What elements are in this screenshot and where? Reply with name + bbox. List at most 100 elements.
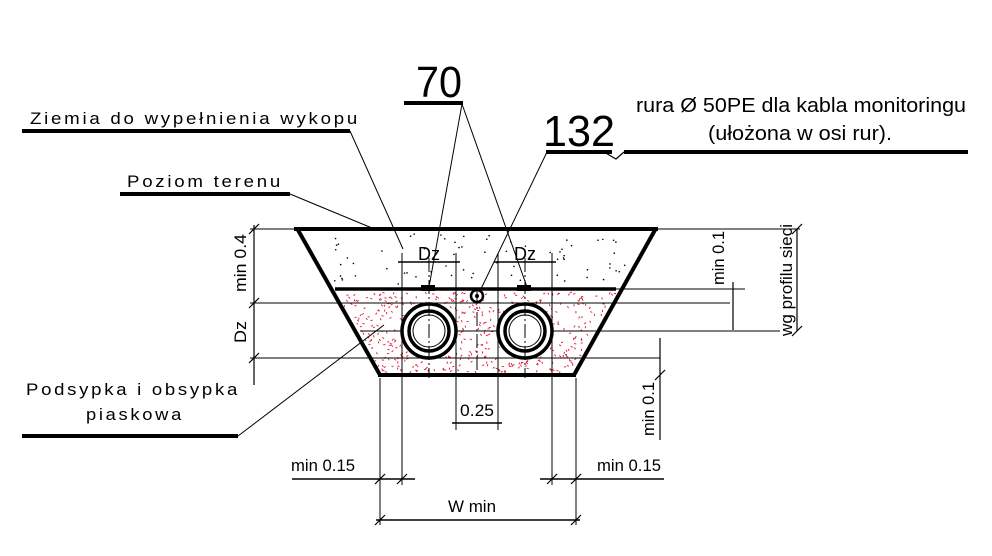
dim-wg-tick-2 [791, 325, 803, 337]
sand-speck [450, 298, 453, 301]
sand-speck [581, 298, 584, 302]
sand-speck [458, 316, 461, 319]
min-04-label: min 0.4 [231, 234, 250, 292]
sand-speck [586, 333, 589, 336]
sand-speck [377, 364, 379, 368]
sand-speck [436, 296, 440, 299]
sand-speck [574, 347, 577, 350]
sand-speck [489, 306, 492, 309]
sand-speck [377, 341, 380, 344]
sand-speck [478, 323, 481, 327]
sand-speck [538, 360, 542, 362]
dim-left-tick-3 [248, 352, 260, 364]
soil-speck [337, 243, 340, 245]
dim-wg-tick-1 [791, 223, 803, 235]
soil-speck [335, 244, 338, 246]
sand-speck [573, 325, 576, 328]
sand-speck [362, 322, 365, 325]
sand-speck [479, 321, 482, 324]
sand-speck [574, 343, 577, 345]
sand-speck [453, 291, 456, 295]
sand-speck [388, 306, 391, 309]
sand-speck [462, 327, 465, 330]
sand-speck [487, 333, 491, 336]
sand-speck [482, 364, 485, 367]
sand-speck [478, 306, 481, 310]
sand-speck [359, 325, 363, 328]
sand-speck [456, 320, 459, 323]
sand-speck [395, 346, 398, 349]
sand-speck [565, 349, 568, 352]
sand-speck [471, 304, 474, 307]
sand-speck [463, 338, 466, 340]
soil-speck [339, 275, 342, 277]
sand-speck [537, 359, 540, 362]
soil-speck [341, 279, 344, 281]
sand-speck [425, 366, 428, 369]
sand-speck [475, 303, 478, 306]
sand-speck [568, 293, 570, 296]
soil-speck [403, 272, 406, 274]
soil-backfill-fill [333, 233, 626, 285]
soil-speck [430, 270, 432, 273]
sand-speck [452, 299, 455, 303]
sand-speck [557, 293, 560, 296]
sand-speck [390, 303, 393, 306]
sand-speck [446, 361, 449, 364]
sand-speck [378, 338, 381, 342]
sand-speck [432, 293, 435, 295]
bedding-leader [237, 324, 385, 437]
sand-speck [514, 294, 518, 297]
sand-speck [458, 364, 461, 367]
sand-speck [343, 304, 346, 308]
soil-speck [562, 257, 565, 259]
sand-speck [468, 354, 471, 357]
sand-speck [490, 360, 493, 364]
sand-speck [370, 297, 373, 300]
sand-speck [508, 362, 511, 365]
dim-left-tick-2 [248, 297, 260, 309]
sand-speck [464, 325, 467, 328]
dz-right-label: Dz [514, 244, 536, 264]
sand-speck [485, 334, 489, 337]
sand-speck [350, 303, 353, 306]
sand-speck [391, 344, 393, 347]
soil-speck [612, 239, 615, 242]
sand-speck [559, 355, 562, 358]
sand-speck [608, 292, 611, 295]
backfill-leader [349, 130, 404, 250]
sand-speck [462, 311, 465, 314]
wg-profilu-label: wg profilu sieci [777, 224, 796, 337]
sand-speck [395, 305, 398, 309]
sand-speck [465, 299, 469, 303]
sand-speck [450, 300, 454, 303]
dim-min015-left-tick-a [374, 473, 386, 485]
sand-speck [484, 347, 487, 350]
soil-speck [561, 248, 563, 251]
soil-speck [472, 272, 474, 275]
w-min-label: W min [448, 497, 496, 516]
soil-speck [586, 268, 589, 271]
sand-speck [469, 338, 473, 341]
sand-speck [377, 309, 380, 312]
sand-speck [375, 312, 378, 315]
sand-speck [535, 301, 538, 303]
sand-speck [379, 298, 383, 300]
sand-speck [577, 325, 581, 328]
sand-speck [521, 296, 524, 300]
soil-speck [413, 233, 415, 235]
sand-speck [584, 326, 587, 329]
soil-speck [563, 280, 566, 282]
dim-left-tick-1 [248, 223, 260, 235]
sand-speck [448, 297, 451, 300]
soil-speck [462, 269, 465, 271]
sand-speck [394, 358, 397, 361]
soil-speck [586, 276, 588, 279]
sand-speck [389, 342, 393, 345]
sand-speck [570, 361, 573, 364]
sand-speck [433, 368, 436, 372]
bedding-label-line1: Podsypka i obsypka [26, 380, 240, 399]
sand-speck [578, 298, 581, 301]
leader-70-b [461, 103, 528, 288]
